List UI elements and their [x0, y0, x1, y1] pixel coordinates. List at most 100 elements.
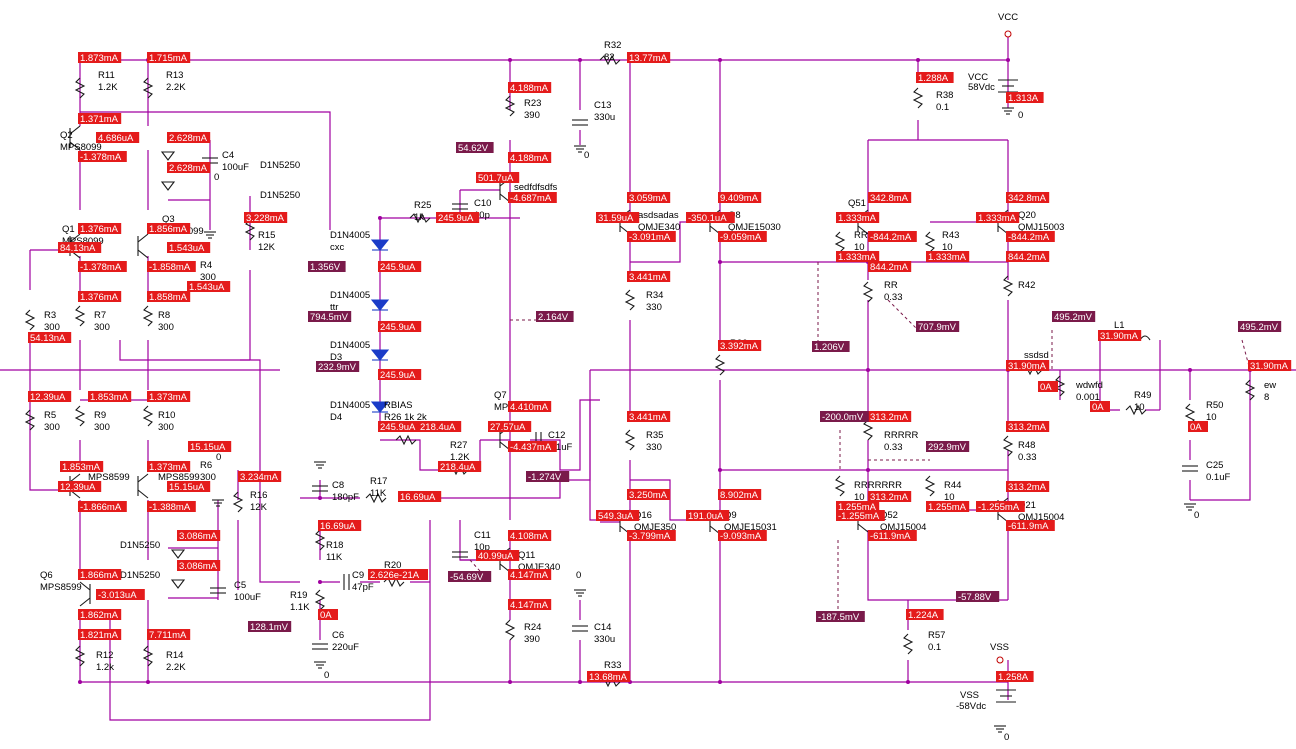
current-tag-i32[interactable]: -9.059mA: [718, 231, 767, 243]
current-tag-i45[interactable]: 245.9uA: [378, 321, 422, 333]
component-q_sed[interactable]: sedfdfsdfs: [514, 182, 558, 193]
current-tag-i6[interactable]: -1.378mA: [78, 151, 127, 163]
voltage-tag-v5[interactable]: 707.9mV: [916, 321, 960, 333]
current-tag-i31[interactable]: -350.1uA: [686, 212, 735, 224]
component-d1n5250d[interactable]: D1N5250: [120, 570, 160, 581]
current-tag-i40[interactable]: 1.333mA: [926, 251, 970, 263]
current-tag-i60[interactable]: 218.4uA: [418, 421, 462, 433]
current-tag-i11[interactable]: 501.7uA: [476, 172, 520, 184]
current-tag-i44[interactable]: 3.441mA: [627, 271, 671, 283]
current-tag-i25[interactable]: 54.13nA: [28, 332, 72, 344]
current-tag-i52[interactable]: 0A: [1090, 401, 1110, 413]
voltage-tag-v11[interactable]: 292.9mV: [926, 441, 970, 453]
current-tag-i105[interactable]: 1.258A: [996, 671, 1034, 683]
voltage-tag-v10[interactable]: -200.0mV: [820, 411, 869, 423]
current-tag-i10[interactable]: 4.188mA: [508, 152, 552, 164]
current-tag-i101[interactable]: 1.224A: [906, 609, 944, 621]
current-tag-i76[interactable]: 549.3uA: [596, 510, 640, 522]
current-tag-i41[interactable]: -844.2mA: [1006, 231, 1055, 243]
current-tag-i18[interactable]: 1.856mA: [147, 223, 191, 235]
current-tag-i88[interactable]: -611.9mA: [1006, 520, 1055, 532]
current-tag-i102[interactable]: 1.821mA: [78, 629, 122, 641]
current-tag-i4[interactable]: 1.371mA: [78, 113, 122, 125]
current-tag-i95[interactable]: 1.866mA: [78, 569, 122, 581]
current-tag-i38[interactable]: 342.8mA: [1006, 192, 1050, 204]
current-tag-i22[interactable]: 1.543uA: [187, 281, 231, 293]
current-tag-i1[interactable]: 1.873mA: [78, 52, 122, 64]
current-tag-i61[interactable]: 27.57uA: [488, 421, 532, 433]
component-rr[interactable]: RR0.33: [884, 280, 903, 303]
component-ssdsd[interactable]: ssdsd: [1024, 350, 1049, 361]
current-tag-i68[interactable]: 1.373mA: [147, 461, 191, 473]
current-tag-i29[interactable]: -3.091mA: [627, 231, 676, 243]
component-q8[interactable]: Q8QMJE15030: [728, 210, 781, 233]
current-tag-i70[interactable]: 15.15uA: [167, 481, 211, 493]
current-tag-i17[interactable]: 84.13nA: [58, 242, 102, 254]
current-tag-i94[interactable]: 4.147mA: [508, 569, 552, 581]
voltage-tag-v7[interactable]: 495.2mV: [1238, 321, 1282, 333]
current-tag-i30[interactable]: 9.409mA: [718, 192, 762, 204]
current-tag-i20[interactable]: -1.378mA: [78, 261, 127, 273]
voltage-tag-v3[interactable]: 2.164V: [536, 311, 574, 323]
current-tag-i67[interactable]: 1.853mA: [60, 461, 104, 473]
current-tag-i24[interactable]: 1.858mA: [147, 291, 191, 303]
current-tag-i37[interactable]: 844.2mA: [868, 261, 912, 273]
current-tag-i42[interactable]: 844.2mA: [1006, 251, 1050, 263]
component-r33[interactable]: R33: [604, 660, 621, 671]
current-tag-i28[interactable]: 31.59uA: [596, 212, 640, 224]
component-r20[interactable]: R20: [384, 560, 401, 571]
current-tag-i35[interactable]: -844.2mA: [868, 231, 917, 243]
current-tag-i3[interactable]: 13.77mA: [627, 52, 671, 64]
voltage-tag-v16[interactable]: 128.1mV: [248, 621, 292, 633]
current-tag-i8[interactable]: 2.628mA: [167, 162, 211, 174]
component-r42[interactable]: R42: [1018, 280, 1035, 291]
voltage-tag-v4[interactable]: 794.5mV: [308, 311, 352, 323]
current-tag-i77[interactable]: -3.799mA: [627, 530, 676, 542]
current-tag-i89[interactable]: 16.69uA: [318, 520, 362, 532]
voltage-tag-v15[interactable]: -187.5mV: [816, 611, 865, 623]
current-tag-i96[interactable]: -3.013uA: [96, 589, 145, 601]
current-tag-i93[interactable]: 40.99uA: [476, 550, 520, 562]
voltage-tag-v1[interactable]: 54.62V: [456, 142, 494, 154]
current-tag-i55[interactable]: 1.373mA: [147, 391, 191, 403]
current-tag-i9[interactable]: 4.188mA: [508, 82, 552, 94]
voltage-tag-v9[interactable]: 232.9mV: [316, 361, 360, 373]
current-tag-i2[interactable]: 1.715mA: [147, 52, 191, 64]
current-tag-i100[interactable]: 4.147mA: [508, 599, 552, 611]
current-tag-i16[interactable]: 1.376mA: [78, 223, 122, 235]
voltage-tag-v8[interactable]: 1.206V: [812, 341, 850, 353]
